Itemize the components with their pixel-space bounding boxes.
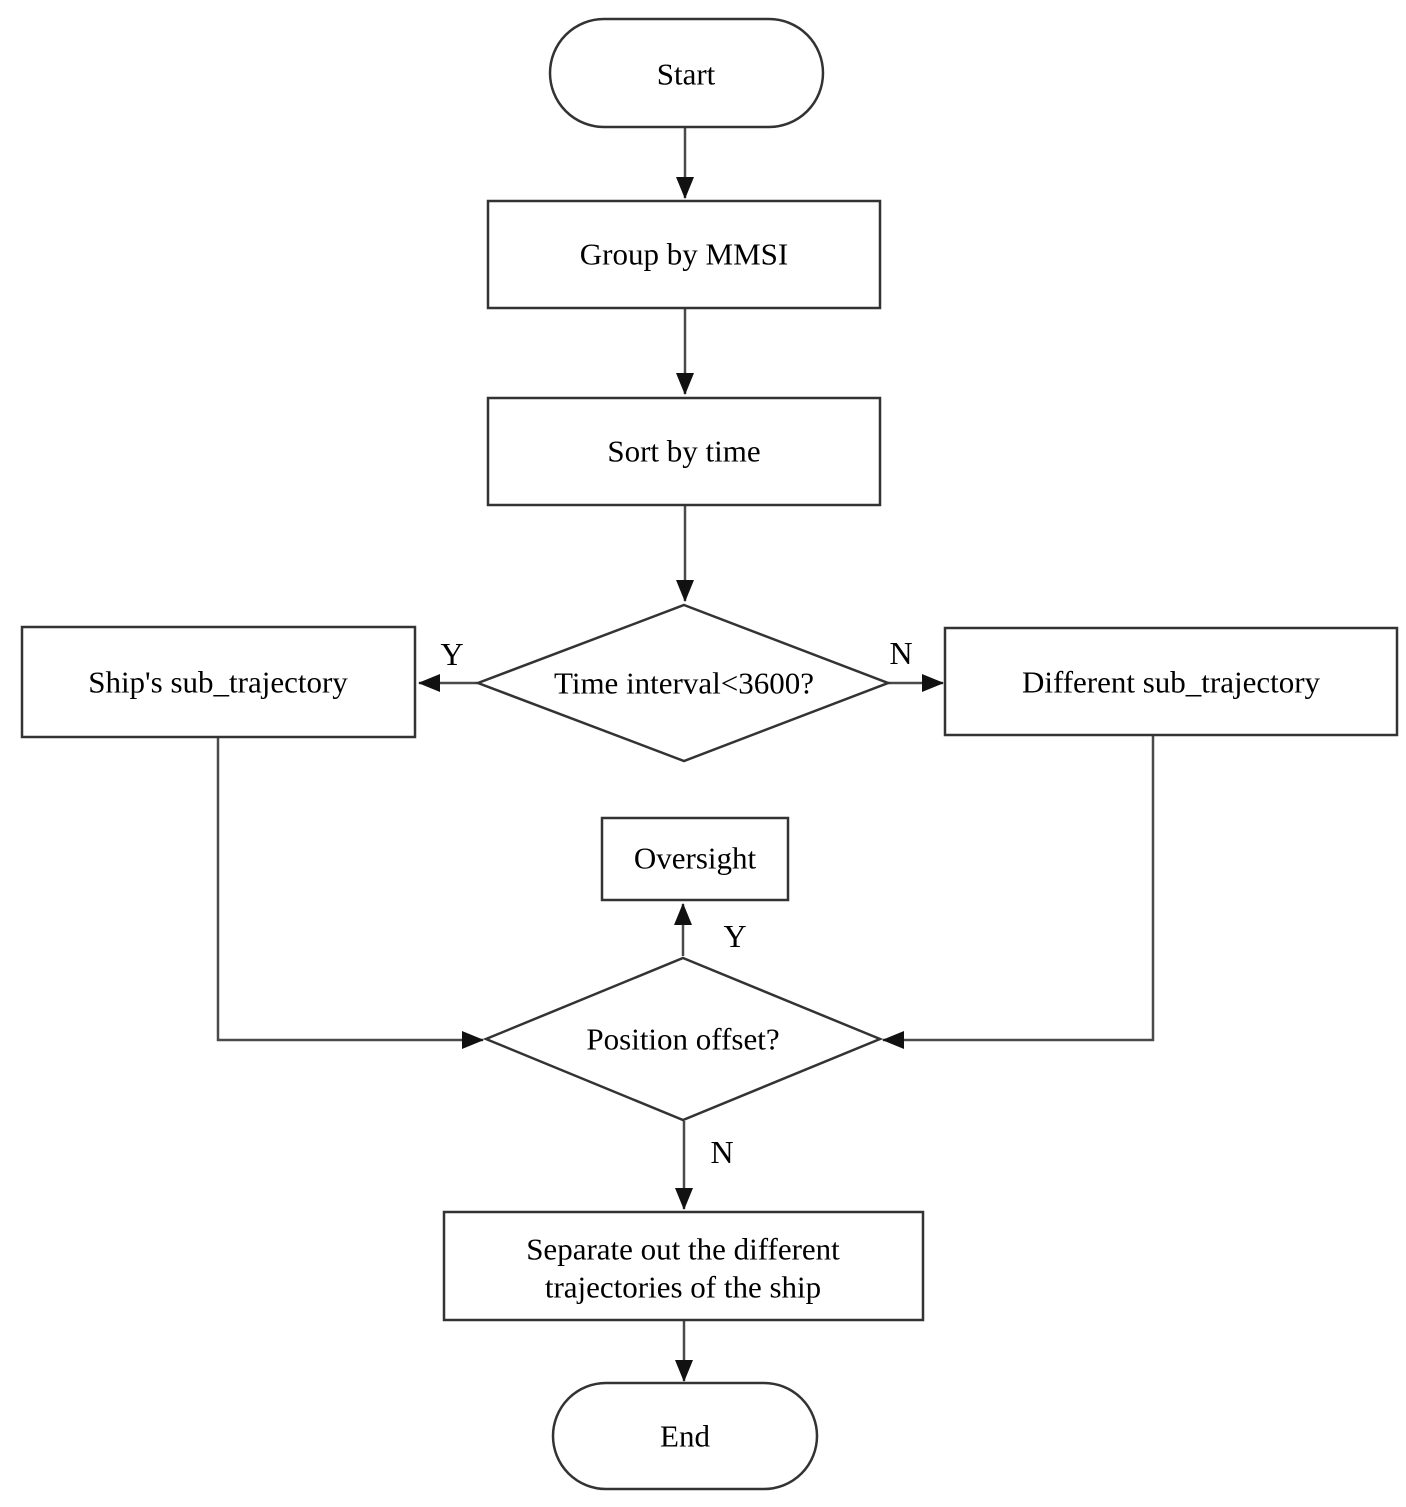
sort-by-time-process-shape — [486, 396, 882, 507]
oversight-process-shape — [600, 816, 790, 902]
group-by-mmsi-label: Group by MMSI — [580, 237, 788, 272]
end-label: End — [660, 1419, 710, 1454]
edges — [216, 128, 1155, 1382]
node-ships-sub-trajectory: Ship's sub_trajectory — [20, 625, 417, 739]
node-sort-by-time: Sort by time — [486, 396, 882, 507]
time-interval-diamond-shape — [474, 603, 892, 763]
time-interval-label: Time interval<3600? — [554, 666, 814, 701]
edge-label-position-offset-no: N — [710, 1134, 733, 1170]
node-different-sub-trajectory: Different sub_trajectory — [943, 626, 1399, 737]
ships-sub-trajectory-label: Ship's sub_trajectory — [88, 665, 348, 700]
different-sub-trajectory-label: Different sub_trajectory — [1022, 665, 1321, 700]
node-start: Start — [548, 17, 825, 129]
edge-labels: Y N Y N — [440, 635, 912, 1170]
position-offset-diamond-shape — [482, 956, 884, 1122]
edge-label-position-offset-yes: Y — [723, 918, 746, 954]
node-group-by-mmsi: Group by MMSI — [486, 199, 882, 310]
node-time-interval-decision: Time interval<3600? — [474, 603, 892, 763]
position-offset-label: Position offset? — [586, 1022, 779, 1057]
ships-sub-trajectory-process-shape — [20, 625, 417, 739]
separate-trajectories-label-line1: Separate out the different — [526, 1232, 840, 1267]
group-by-mmsi-process-shape — [486, 199, 882, 310]
edge-ships-sub-to-position-offset — [216, 738, 484, 1049]
sort-by-time-label: Sort by time — [607, 434, 760, 469]
edge-different-sub-to-position-offset — [882, 736, 1155, 1049]
start-label: Start — [657, 57, 716, 92]
separate-trajectories-label-line2: trajectories of the ship — [545, 1270, 821, 1305]
separate-trajectories-process-shape — [442, 1210, 925, 1322]
node-separate-trajectories: Separate out the different trajectories … — [442, 1210, 925, 1322]
start-terminator-shape — [548, 17, 825, 129]
node-position-offset-decision: Position offset? — [482, 956, 884, 1122]
edge-label-time-interval-yes: Y — [440, 636, 463, 672]
end-terminator-shape — [551, 1381, 819, 1491]
oversight-label: Oversight — [634, 841, 757, 876]
node-end: End — [551, 1381, 819, 1491]
edge-label-time-interval-no: N — [889, 635, 912, 671]
different-sub-trajectory-process-shape — [943, 626, 1399, 737]
node-oversight: Oversight — [600, 816, 790, 902]
